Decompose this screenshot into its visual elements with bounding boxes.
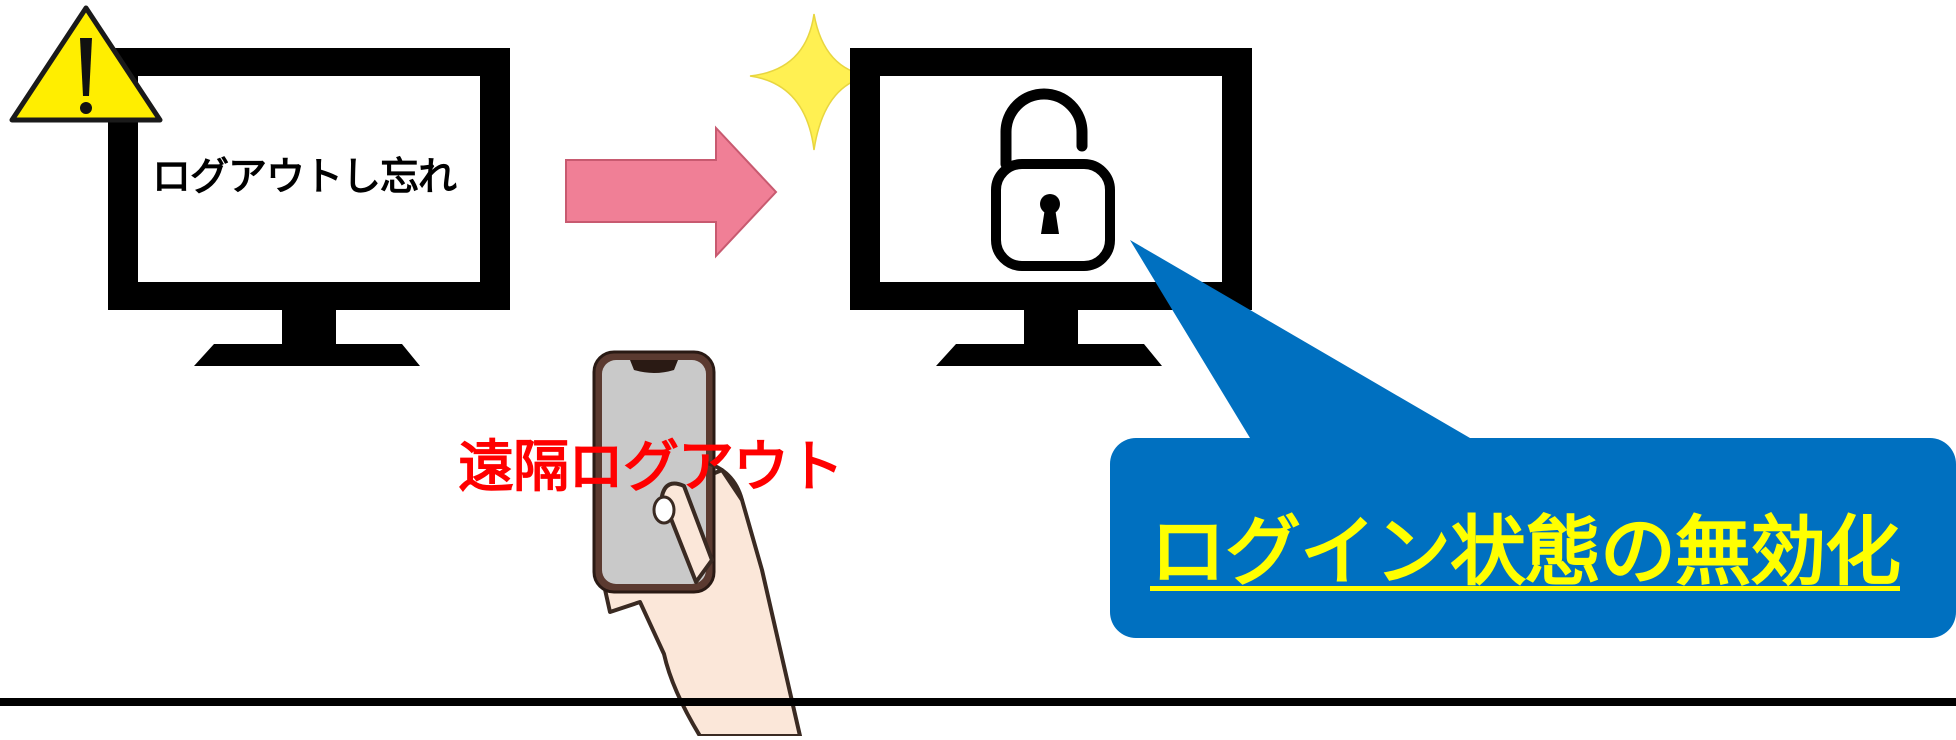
right-monitor-base	[936, 344, 1162, 366]
right-monitor	[850, 48, 1252, 366]
smartphone-in-hand-icon	[592, 350, 802, 738]
sparkle-icon	[749, 13, 871, 151]
left-monitor-neck	[282, 310, 336, 344]
right-monitor-screen	[880, 76, 1222, 282]
unlocked-padlock-icon	[991, 88, 1115, 271]
arrow-icon	[565, 125, 778, 259]
callout-label: ログイン状態の無効化	[1150, 507, 1901, 596]
callout-bubble	[1110, 240, 1956, 638]
left-monitor-screen	[138, 76, 480, 282]
left-monitor	[108, 48, 510, 366]
right-monitor-neck	[1024, 310, 1078, 344]
warning-triangle-icon	[9, 5, 163, 123]
remote-logout-label: 遠隔ログアウト	[458, 435, 844, 500]
left-monitor-base	[194, 344, 420, 366]
left-monitor-label: ログアウトし忘れ	[152, 155, 457, 200]
